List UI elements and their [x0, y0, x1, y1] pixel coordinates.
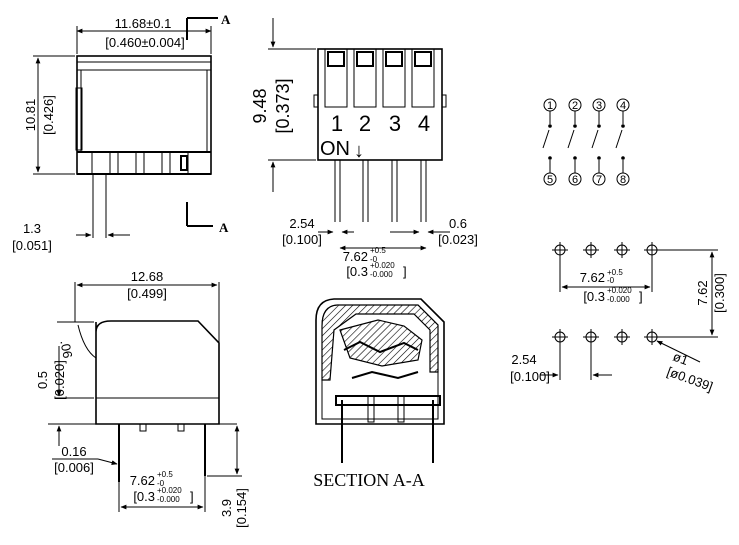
- switch-number-4: 4: [418, 111, 430, 136]
- schematic-pin-4: 4: [620, 100, 626, 112]
- side-span-tol-low: -0: [157, 479, 165, 488]
- side-width-dim-in: [0.499]: [127, 286, 167, 301]
- side-span-dim: 7.62: [130, 473, 155, 488]
- side-span-tol: +0.5: [157, 470, 173, 479]
- pcb-row-dim: 7.62: [695, 280, 710, 305]
- side-span-tol-in-low: -0.000: [157, 495, 180, 504]
- pcb-pitch-dim: 2.54: [511, 352, 536, 367]
- top-right-dim-in: [0.023]: [438, 232, 478, 247]
- top-span-tol-low: -0: [370, 255, 378, 264]
- top-span-dim-in: [0.3: [346, 264, 368, 279]
- section-housing-hatch: [321, 304, 439, 381]
- schematic-pin-7: 7: [596, 174, 602, 186]
- top-left-dim-in: [0.100]: [282, 232, 322, 247]
- front-width-dim-in: [0.460±0.004]: [105, 35, 184, 50]
- side-pin-len-dim-in: [0.154]: [234, 488, 249, 528]
- side-standoff-dim: 0.5: [35, 371, 50, 389]
- side-tab: [75, 87, 83, 151]
- on-label: ON: [320, 138, 350, 160]
- pcb-span-dim-in: [0.3: [583, 289, 605, 304]
- pcb-span-tol: +0.5: [607, 268, 623, 277]
- front-view: 11.68±0.1 [0.460±0.004] A 10.81 [0.426] …: [12, 12, 231, 253]
- schematic-switches: [542, 111, 625, 173]
- side-angle: .06: [57, 339, 75, 359]
- schematic-pin-5: 5: [547, 174, 553, 186]
- on-arrow-icon: ↓: [354, 140, 364, 162]
- pcb-layout: 7.62 +0.5 -0 [0.3 +0.020 -0.000 ] 7.62 […: [510, 242, 727, 394]
- side-span-dim-in: [0.3: [133, 489, 155, 504]
- top-span-tol: +0.5: [370, 246, 386, 255]
- top-right-dim: 0.6: [449, 216, 467, 231]
- schematic-pin-1: 1: [547, 100, 553, 112]
- side-body: [95, 320, 220, 425]
- switch-number-1: 1: [331, 111, 343, 136]
- switch-number-3: 3: [389, 111, 401, 136]
- top-span-tol-in-low: -0.000: [370, 270, 393, 279]
- top-view: 1 2 3 4 ON ↓ 9.48 [0.373] 2.54 [0.100]: [250, 18, 478, 279]
- section-slider-hatch: [339, 319, 423, 367]
- pcb-span-dim-in-end: ]: [639, 289, 643, 304]
- pcb-pitch-dim-in: [0.100]: [510, 369, 550, 384]
- front-width-dim: 11.68±0.1: [115, 16, 172, 31]
- top-span-dim: 7.62: [343, 249, 368, 264]
- pcb-hole-dim: ø1: [671, 349, 690, 368]
- schematic-pin-6: 6: [572, 174, 578, 186]
- side-span-tol-in: +0.020: [157, 486, 182, 495]
- top-body: [317, 48, 443, 161]
- top-span-dim-in-end: ]: [403, 264, 407, 279]
- front-pitch-dim: 1.3: [23, 221, 41, 236]
- section-marker-bottom: A: [219, 220, 229, 235]
- side-lead-dim: 0.16: [61, 444, 86, 459]
- pcb-span-tol-low: -0: [607, 276, 615, 285]
- side-lead-dim-in: [0.006]: [54, 460, 94, 475]
- top-height-dim: 9.48: [250, 88, 270, 123]
- section-view: SECTION A-A: [313, 298, 445, 490]
- top-span-tol-in: +0.020: [370, 261, 395, 270]
- section-caption: SECTION A-A: [313, 470, 425, 490]
- pcb-span-dim: 7.62: [580, 270, 605, 285]
- side-standoff-dim-in: [0.020]: [52, 360, 67, 400]
- front-height-dim-in: [0.426]: [41, 95, 56, 135]
- schematic-pin-3: 3: [596, 100, 602, 112]
- top-left-dim: 2.54: [289, 216, 314, 231]
- schematic-pin-8: 8: [620, 174, 626, 186]
- pcb-hole-dim-in: [ø0.039]: [665, 364, 715, 394]
- top-height-dim-in: [0.373]: [273, 78, 293, 133]
- side-width-dim: 12.68: [131, 269, 164, 284]
- pcb-span-tol-in-low: -0.000: [607, 295, 630, 304]
- top-pins: [334, 160, 427, 222]
- front-pitch-dim-in: [0.051]: [12, 238, 52, 253]
- schematic: 1 2 3 4 5 6 7 8: [542, 98, 630, 186]
- side-view: 12.68 [0.499] .06 0.5 [0.020] 0.16 [0.00…: [35, 269, 249, 528]
- pcb-row-dim-in: [0.300]: [712, 273, 727, 313]
- section-marker-top: A: [221, 12, 231, 27]
- front-height-dim: 10.81: [23, 99, 38, 132]
- schematic-pin-2: 2: [572, 100, 578, 112]
- pcb-span-tol-in: +0.020: [607, 286, 632, 295]
- switch-number-2: 2: [359, 111, 371, 136]
- side-span-dim-in-end: ]: [190, 489, 194, 504]
- top-sliders: [324, 48, 435, 108]
- pcb-holes: [552, 242, 660, 345]
- side-pin-len-dim: 3.9: [219, 499, 234, 517]
